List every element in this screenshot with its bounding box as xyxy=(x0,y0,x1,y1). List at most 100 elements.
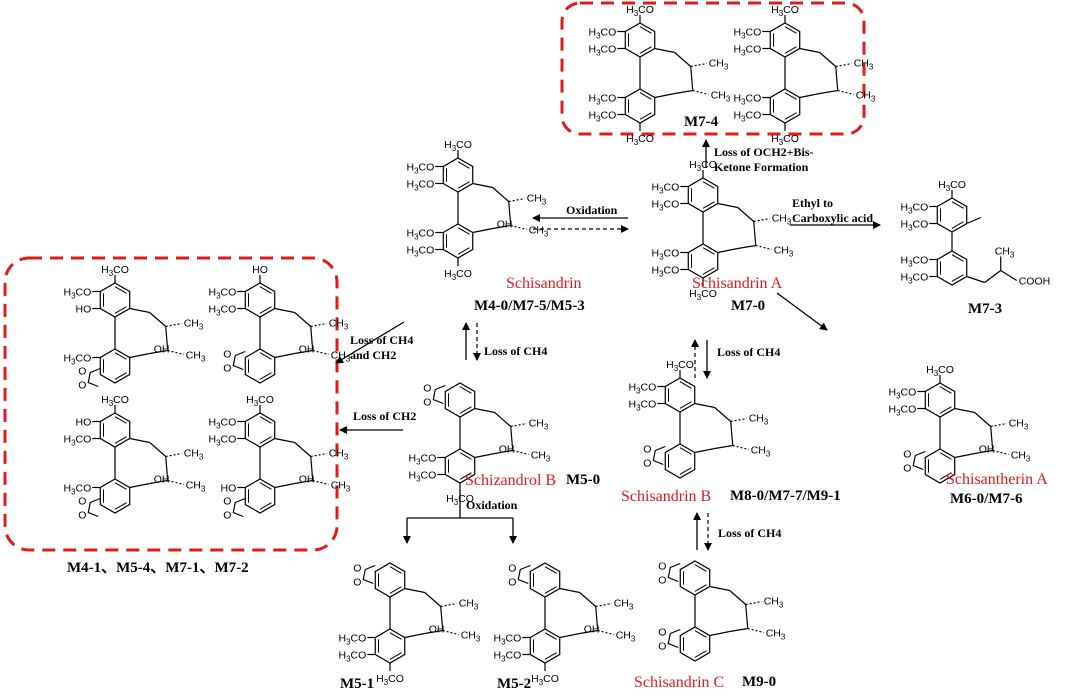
rx-loss-ch4-left: Loss of CH4 xyxy=(484,344,548,358)
double-bond xyxy=(114,372,127,380)
atom-label: CH3​ xyxy=(764,596,784,610)
atom-label: OH xyxy=(299,474,315,486)
atom-label: H3​CO xyxy=(63,287,91,301)
bond xyxy=(717,247,738,254)
benzene-ring xyxy=(624,88,656,124)
double-bond xyxy=(459,386,472,394)
atom-label: CH3​ xyxy=(529,225,549,239)
double-bond xyxy=(114,482,127,490)
bond xyxy=(129,437,150,444)
benzene-ring xyxy=(99,282,131,318)
atom-label: O xyxy=(658,641,666,653)
atom-label: CH3​ xyxy=(995,246,1015,260)
double-bond xyxy=(259,436,272,444)
bond xyxy=(167,349,184,356)
atom-label: CH3​ xyxy=(459,598,479,612)
atom-label: CH3​ xyxy=(854,58,874,72)
benzene-ring xyxy=(924,382,956,418)
double-bond xyxy=(694,650,707,658)
atom-label: CH3​ xyxy=(329,318,349,332)
double-bond xyxy=(389,632,402,640)
bond xyxy=(310,326,314,351)
double-bond xyxy=(544,652,557,660)
atom-label: OH xyxy=(979,444,995,456)
name-schisandrinA: Schisandrin A xyxy=(692,275,783,292)
bond xyxy=(730,421,734,446)
bond xyxy=(990,426,994,451)
bond xyxy=(745,604,749,629)
double-bond xyxy=(259,372,272,380)
atom-label: H3​CO xyxy=(900,255,928,269)
atom-label: H3​CO xyxy=(588,44,616,58)
bond xyxy=(966,275,985,284)
dioxole-ring xyxy=(232,350,246,371)
atom-label: H3​CO xyxy=(733,44,761,58)
bond xyxy=(472,182,493,189)
dioxole-ring xyxy=(652,445,666,466)
atom-label: H3​CO xyxy=(101,394,129,408)
bond xyxy=(440,606,444,631)
bond xyxy=(494,412,512,427)
label-m73: M7-3 xyxy=(968,301,1003,317)
dioxole-ring xyxy=(912,450,926,471)
bond xyxy=(819,89,838,95)
double-bond xyxy=(389,652,402,660)
atom-label: CH3​ xyxy=(1011,450,1031,464)
bond xyxy=(737,207,755,222)
atom-label: H3​CO xyxy=(626,133,654,147)
bond xyxy=(714,444,733,450)
atom-label: H3​CO xyxy=(493,633,521,647)
code-schisandrinA: M7-0 xyxy=(731,298,766,314)
atom-label: O xyxy=(643,444,651,456)
atom-label: O xyxy=(658,627,666,639)
atom-label: CH3​ xyxy=(614,598,634,612)
double-bond xyxy=(114,502,127,510)
atom-label: H3​CO xyxy=(376,673,404,687)
double-bond xyxy=(544,586,557,594)
bond xyxy=(472,227,493,234)
atom-label: H3​CO xyxy=(733,110,761,124)
benzene-ring xyxy=(664,443,696,479)
reaction-arrows xyxy=(335,139,881,551)
dioxole-ring xyxy=(432,384,446,405)
atom-label: H3​CO xyxy=(406,228,434,242)
bond xyxy=(835,66,839,91)
bond xyxy=(799,92,820,99)
bond xyxy=(149,479,168,485)
bond xyxy=(510,422,527,428)
bond xyxy=(559,632,580,639)
bond xyxy=(753,217,770,223)
bond xyxy=(492,224,511,230)
bond xyxy=(579,629,598,635)
atom-label: H3​CO xyxy=(446,493,474,507)
atom-label: O xyxy=(643,458,651,470)
bond xyxy=(508,201,512,226)
bond xyxy=(990,422,1007,428)
atom-label: CH3​ xyxy=(184,448,204,462)
benzene-ring xyxy=(664,377,696,413)
atom-label: OH xyxy=(154,474,170,486)
atom-label: CH3​ xyxy=(751,445,771,459)
bond xyxy=(954,407,975,414)
rx-ethyl-line1: Ethyl to xyxy=(792,196,834,210)
rx-oxidation-top: Oxidation xyxy=(566,203,618,217)
double-bond xyxy=(694,630,707,638)
double-bond xyxy=(457,181,470,189)
bond xyxy=(954,452,975,459)
bond xyxy=(149,442,167,457)
atom-label: H3​CO xyxy=(588,110,616,124)
atom-label: H3​CO xyxy=(888,404,916,418)
atom-label: CH3​ xyxy=(329,448,349,462)
bond xyxy=(510,224,527,231)
double-bond xyxy=(702,201,715,209)
bond xyxy=(310,456,314,481)
rx-bis-ketone-line2: Ketone Formation xyxy=(714,160,809,174)
atom-label: O xyxy=(658,561,666,573)
name-schisandrinC: Schisandrin C xyxy=(634,674,725,691)
double-bond xyxy=(702,181,715,189)
atom-label: OH xyxy=(497,219,513,231)
double-bond xyxy=(939,386,952,394)
